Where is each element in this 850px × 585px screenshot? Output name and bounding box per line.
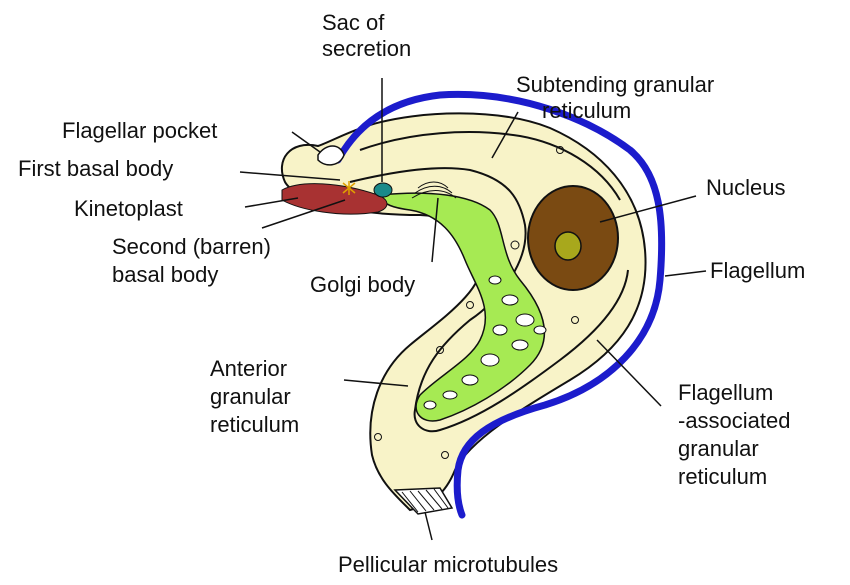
label-fagr-2: -associated: [678, 408, 791, 434]
label-sac-of-secretion-2: secretion: [322, 36, 411, 62]
label-anterior-1: Anterior: [210, 356, 287, 382]
label-golgi-body: Golgi body: [310, 272, 415, 298]
label-fagr-4: reticulum: [678, 464, 767, 490]
label-fagr-1: Flagellum: [678, 380, 773, 406]
label-second-basal-1: Second (barren): [112, 234, 271, 260]
label-subtending-1: Subtending granular: [516, 72, 714, 98]
sac-of-secretion-shape: [374, 183, 392, 197]
label-subtending-2: reticulum: [542, 98, 631, 124]
label-flagellum: Flagellum: [710, 258, 805, 284]
label-anterior-2: granular: [210, 384, 291, 410]
label-kinetoplast: Kinetoplast: [74, 196, 183, 222]
nucleolus-shape: [555, 232, 581, 260]
label-first-basal-body: First basal body: [18, 156, 173, 182]
label-flagellar-pocket: Flagellar pocket: [62, 118, 217, 144]
label-anterior-3: reticulum: [210, 412, 299, 438]
label-sac-of-secretion-1: Sac of: [322, 10, 384, 36]
label-pellicular-microtubules: Pellicular microtubules: [338, 552, 558, 578]
label-fagr-3: granular: [678, 436, 759, 462]
label-second-basal-2: basal body: [112, 262, 218, 288]
label-nucleus: Nucleus: [706, 175, 785, 201]
